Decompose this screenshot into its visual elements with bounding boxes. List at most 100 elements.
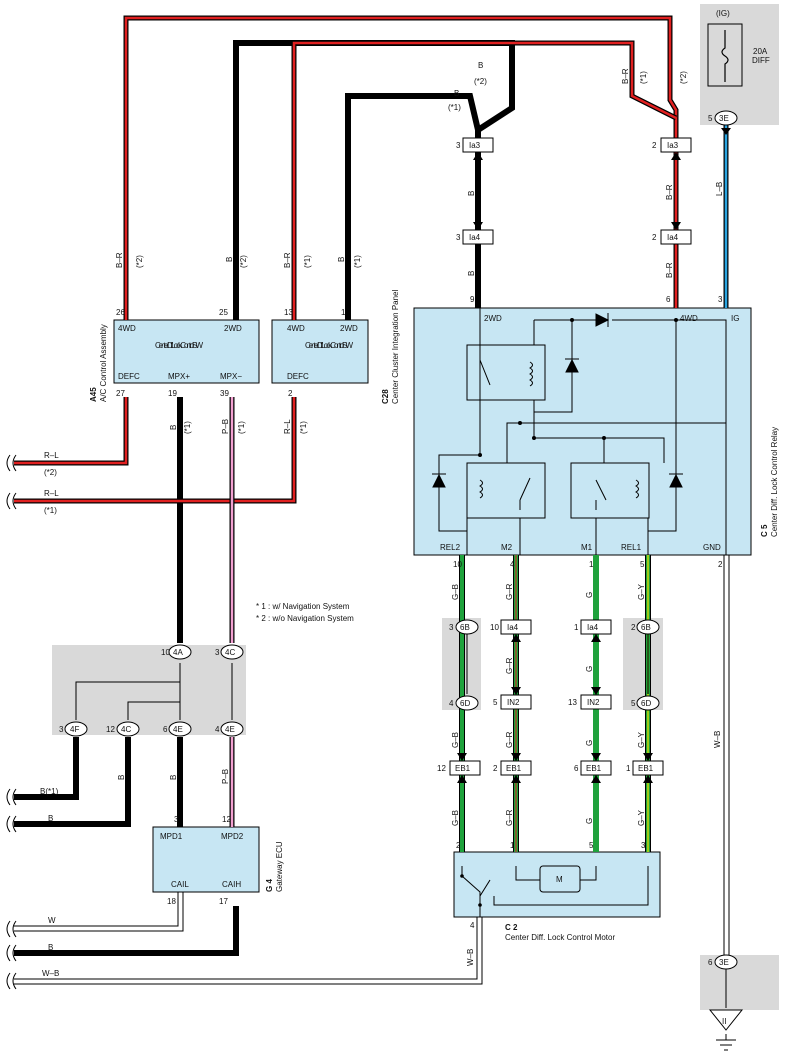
svg-text:12: 12 bbox=[222, 815, 231, 824]
svg-text:G: G bbox=[585, 740, 594, 746]
svg-text:3: 3 bbox=[641, 841, 646, 850]
g4-code: G 4 bbox=[265, 879, 274, 892]
a45-mpxm: MPX− bbox=[220, 372, 242, 381]
wire-br-c28-4wd bbox=[292, 41, 677, 320]
svg-text:10: 10 bbox=[453, 560, 462, 569]
c28-2wd: 2WD bbox=[340, 324, 358, 333]
svg-text:1: 1 bbox=[510, 841, 515, 850]
c28-box bbox=[271, 319, 369, 384]
svg-text:3: 3 bbox=[174, 815, 179, 824]
svg-text:3: 3 bbox=[59, 725, 64, 734]
g4-caih: CAIH bbox=[222, 880, 241, 889]
svg-text:W–B: W–B bbox=[42, 969, 59, 978]
svg-text:L–B: L–B bbox=[715, 182, 724, 196]
c5-2wd: 2WD bbox=[484, 314, 502, 323]
svg-text:B: B bbox=[117, 775, 126, 780]
g4-cail: CAIL bbox=[171, 880, 189, 889]
svg-text:1: 1 bbox=[574, 623, 579, 632]
c28-name: Center Cluster Integration Panel bbox=[391, 289, 400, 404]
ground-marker: II bbox=[722, 1017, 726, 1026]
svg-text:2: 2 bbox=[718, 560, 723, 569]
c2-junction-dots bbox=[460, 874, 482, 907]
a45-code: A45 bbox=[89, 387, 98, 402]
svg-text:26: 26 bbox=[116, 308, 125, 317]
svg-text:4: 4 bbox=[215, 725, 220, 734]
svg-text:B–R: B–R bbox=[115, 252, 124, 268]
conn-eb1-gr: EB1 bbox=[506, 764, 522, 773]
motor-icon bbox=[539, 865, 581, 893]
svg-text:5: 5 bbox=[631, 699, 636, 708]
svg-text:G–R: G–R bbox=[505, 583, 514, 600]
conn-in2-g: IN2 bbox=[587, 698, 600, 707]
wire-rl-a45-outer bbox=[14, 397, 129, 466]
svg-text:G–R: G–R bbox=[505, 731, 514, 748]
svg-text:G–Y: G–Y bbox=[637, 809, 646, 826]
diode-right-icon bbox=[669, 473, 683, 488]
oval-4c-top: 4C bbox=[225, 648, 235, 657]
oval-4f: 4F bbox=[70, 725, 79, 734]
svg-text:B–R: B–R bbox=[665, 184, 674, 200]
wire-rl-c28-outer bbox=[14, 397, 297, 504]
svg-text:1: 1 bbox=[589, 560, 594, 569]
svg-text:10: 10 bbox=[490, 623, 499, 632]
svg-text:P–B: P–B bbox=[221, 769, 230, 784]
svg-text:B: B bbox=[337, 257, 346, 262]
svg-text:18: 18 bbox=[167, 897, 176, 906]
svg-text:6: 6 bbox=[708, 958, 713, 967]
ground-panel bbox=[700, 955, 779, 1010]
c5-name: Center Diff. Lock Control Relay bbox=[770, 427, 779, 537]
svg-text:2: 2 bbox=[631, 623, 636, 632]
a45-2wd: 2WD bbox=[224, 324, 242, 333]
oval-6d-left: 6D bbox=[460, 699, 470, 708]
fuse-amp-label: 20A bbox=[753, 47, 768, 56]
svg-text:3: 3 bbox=[456, 233, 461, 242]
c5-rel2: REL2 bbox=[440, 543, 461, 552]
svg-text:5: 5 bbox=[589, 841, 594, 850]
svg-text:B–R: B–R bbox=[621, 68, 630, 84]
svg-text:(*2): (*2) bbox=[239, 255, 248, 268]
svg-text:(*1): (*1) bbox=[237, 421, 246, 434]
wire-labels-vertical: B–R (*2) B (*2) B–R (*1) B (*1) B B B–R … bbox=[115, 68, 724, 966]
svg-text:6: 6 bbox=[163, 725, 168, 734]
a45-name: A/C Control Assembly bbox=[99, 324, 108, 402]
svg-text:12: 12 bbox=[437, 764, 446, 773]
c5-m1: M1 bbox=[581, 543, 593, 552]
wire-labels-horizontal: B (*2) B (*1) R–L (*2) R–L (*1) B(*1) B … bbox=[40, 61, 487, 978]
connector-arrowheads bbox=[457, 128, 731, 783]
svg-text:(*1): (*1) bbox=[303, 255, 312, 268]
c5-code: C 5 bbox=[760, 524, 769, 537]
a45-mpxp: MPX+ bbox=[168, 372, 190, 381]
svg-text:4: 4 bbox=[510, 560, 515, 569]
wire-br-a45-4wd bbox=[124, 16, 678, 320]
svg-text:6: 6 bbox=[574, 764, 579, 773]
svg-text:1: 1 bbox=[626, 764, 631, 773]
junction-wiring bbox=[75, 634, 649, 720]
svg-text:2: 2 bbox=[456, 841, 461, 850]
a45-4wd: 4WD bbox=[118, 324, 136, 333]
svg-text:B: B bbox=[48, 814, 53, 823]
wire-b-a45-2wd bbox=[233, 40, 515, 320]
conn-eb1-g: EB1 bbox=[586, 764, 602, 773]
note-2: * 2 : w/o Navigation System bbox=[256, 614, 354, 623]
oval-4e-left: 4E bbox=[173, 725, 183, 734]
a45-box bbox=[113, 319, 260, 384]
conn-eb1-gb: EB1 bbox=[455, 764, 471, 773]
wire-b-4f bbox=[14, 737, 79, 800]
svg-text:6: 6 bbox=[666, 295, 671, 304]
oval-3e-top: 3E bbox=[719, 114, 729, 123]
svg-text:G–B: G–B bbox=[451, 732, 460, 748]
svg-text:3: 3 bbox=[449, 623, 454, 632]
note-1: * 1 : w/ Navigation System bbox=[256, 602, 350, 611]
wire-w-cail-a bbox=[14, 892, 179, 927]
conn-ia4-gr: Ia4 bbox=[507, 623, 519, 632]
svg-text:W–B: W–B bbox=[466, 949, 475, 966]
svg-text:10: 10 bbox=[161, 648, 170, 657]
svg-text:G–R: G–R bbox=[505, 809, 514, 826]
svg-text:27: 27 bbox=[116, 389, 125, 398]
wire-w-cail-b bbox=[14, 892, 184, 932]
svg-text:9: 9 bbox=[470, 295, 475, 304]
svg-text:G–R: G–R bbox=[505, 657, 514, 674]
wire-wb-motor-a bbox=[14, 917, 478, 980]
oval-6b-right: 6B bbox=[641, 623, 651, 632]
c5-m2: M2 bbox=[501, 543, 513, 552]
